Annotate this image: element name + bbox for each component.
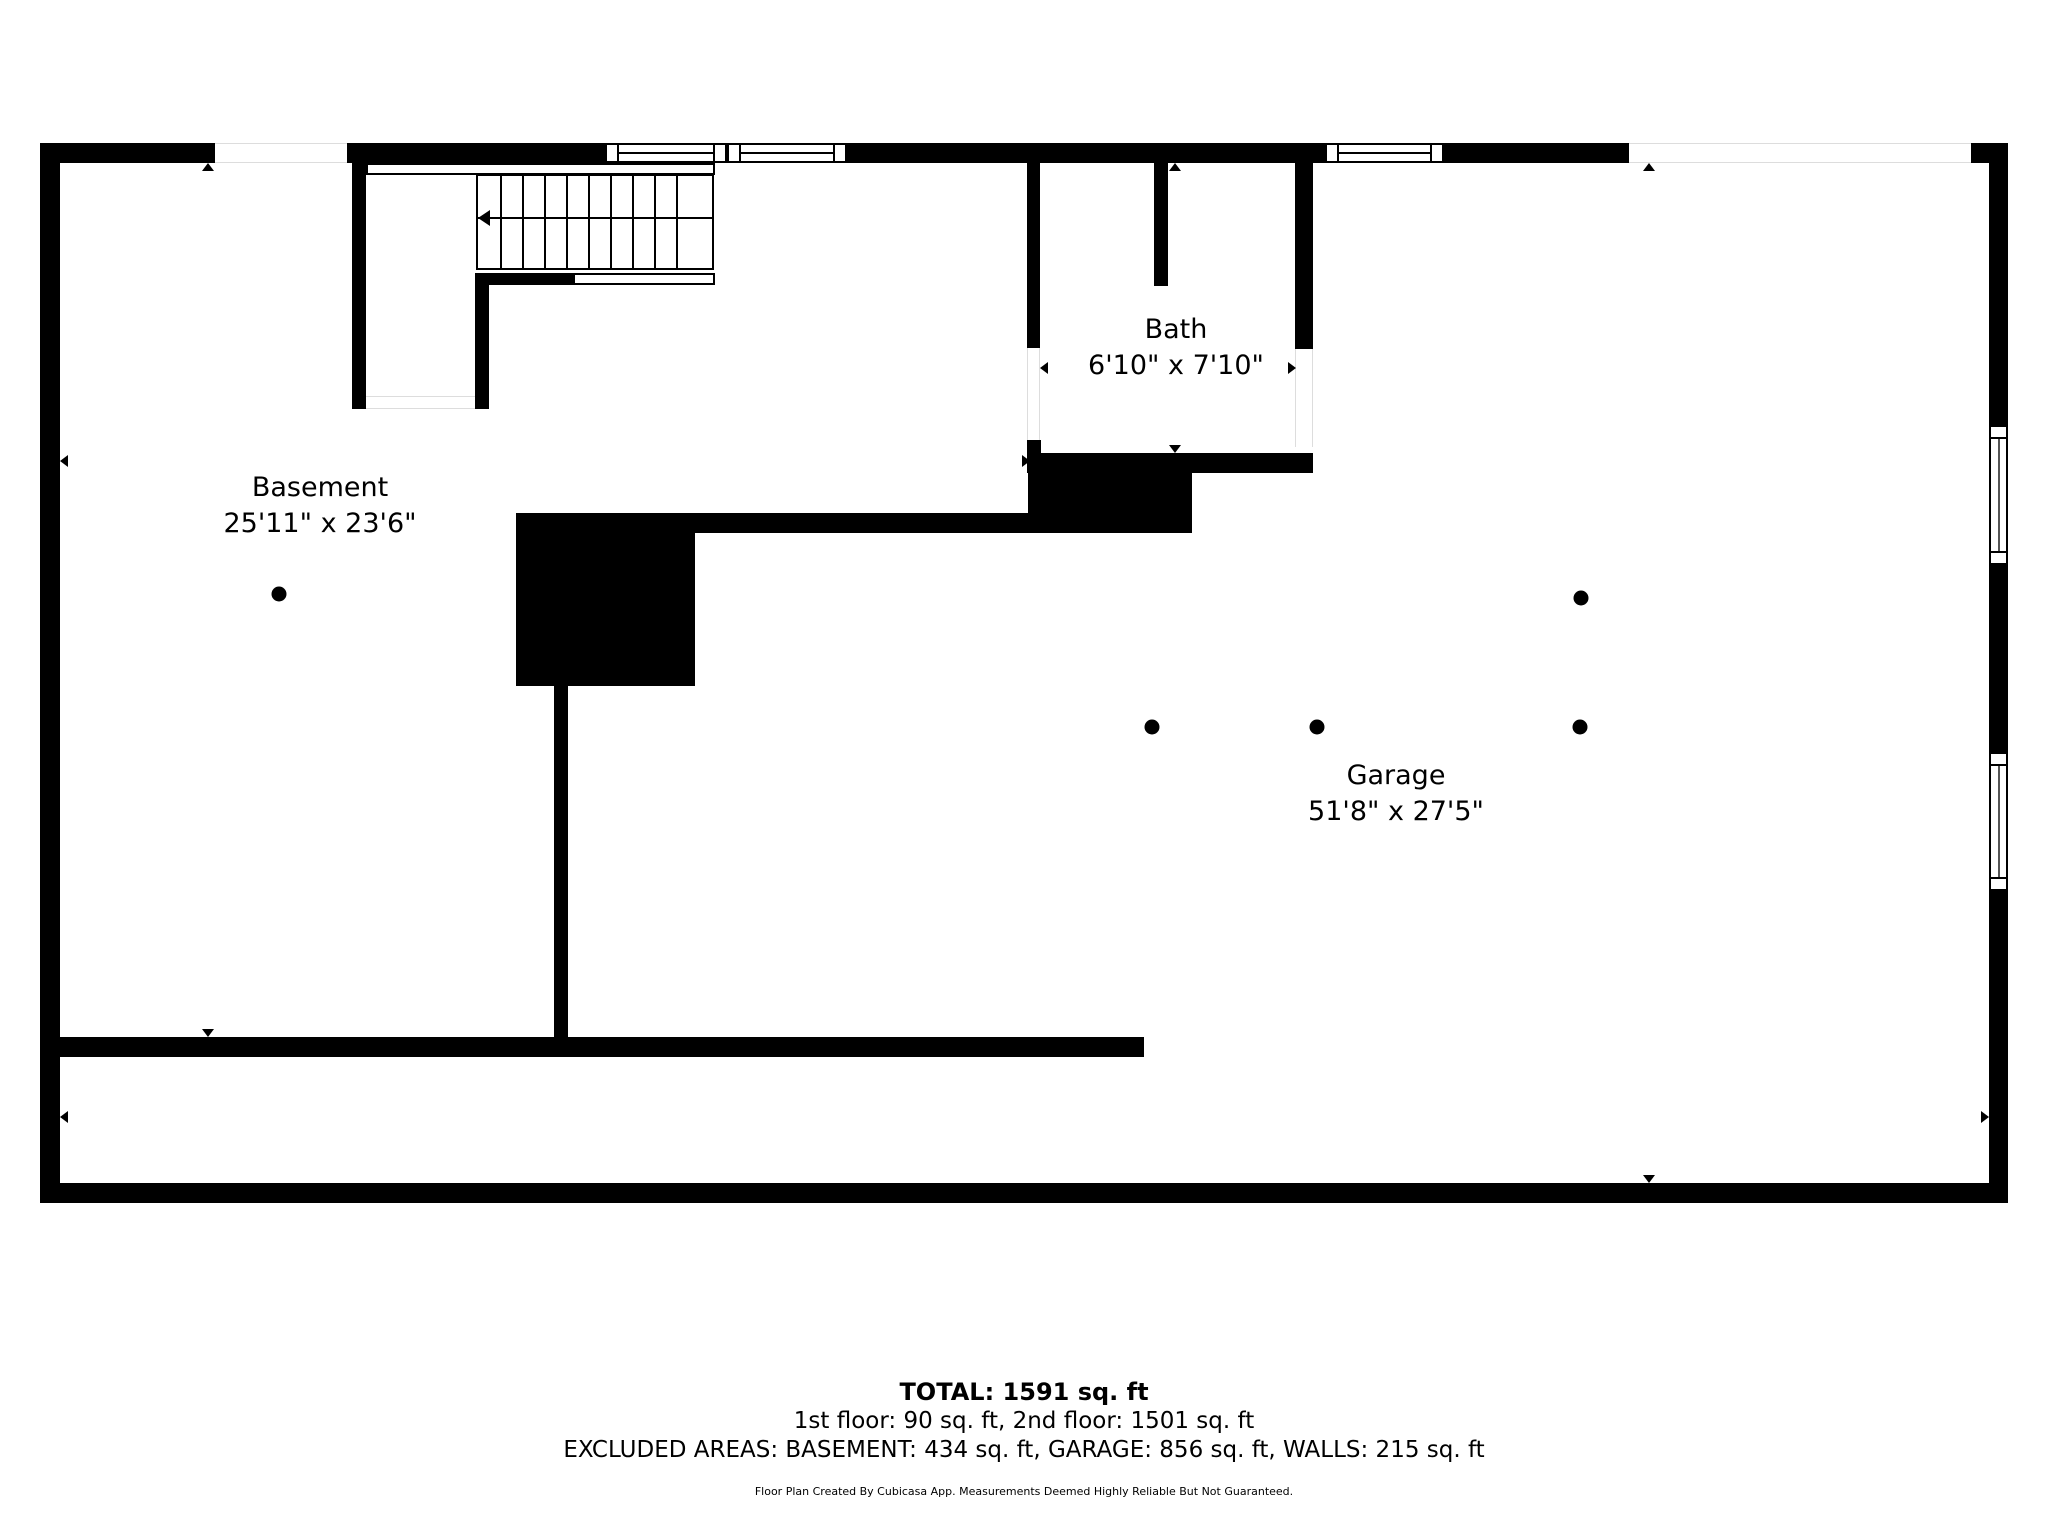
room-name: Bath (1144, 314, 1208, 345)
dimension-marker-icon (1643, 163, 1655, 171)
stair-wall-bottom (475, 273, 573, 285)
room-dimensions: 6'10" x 7'10" (1088, 350, 1264, 381)
door-opening-top-left (215, 143, 347, 163)
stair-tread (522, 176, 524, 268)
floor-areas: 1st floor: 90 sq. ft, 2nd floor: 1501 sq… (793, 1408, 1255, 1434)
stair-tread (632, 176, 634, 268)
exterior-wall-top-left (40, 143, 215, 163)
stair-rail-bottom (573, 273, 715, 285)
dimension-marker-icon (60, 455, 68, 467)
dimension-marker-icon (202, 1029, 214, 1037)
room-name: Garage (1346, 760, 1446, 791)
room-label-bath: Bath 6'10" x 7'10" (1088, 312, 1264, 384)
chimney-block-left (516, 513, 695, 686)
dimension-marker-icon (1022, 455, 1030, 467)
exterior-wall-top-mid (347, 143, 605, 163)
interior-wall-mid-band (695, 513, 1028, 533)
dimension-marker-icon (60, 1111, 68, 1123)
exterior-wall-top-right (1444, 143, 1629, 163)
garage-door-opening (1629, 143, 1971, 163)
exterior-wall-right-3 (1989, 891, 2008, 1203)
room-dimensions: 25'11" x 23'6" (223, 508, 417, 539)
post-dot (1144, 719, 1160, 735)
post-dot (1573, 590, 1589, 606)
dimension-marker-icon (1169, 163, 1181, 171)
dimension-marker-icon (1169, 445, 1181, 453)
excluded-areas: EXCLUDED AREAS: BASEMENT: 434 sq. ft, GA… (563, 1437, 1485, 1463)
interior-wall-horizontal (40, 1037, 1144, 1057)
exterior-wall-left (40, 143, 60, 1203)
room-label-garage: Garage 51'8" x 27'5" (1308, 758, 1484, 830)
disclaimer-note: Floor Plan Created By Cubicasa App. Meas… (754, 1485, 1294, 1498)
bath-door-opening-left (1027, 348, 1040, 440)
stair-door-opening (366, 396, 475, 409)
post-dot (1309, 719, 1325, 735)
post-dot (1572, 719, 1588, 735)
total-area: TOTAL: 1591 sq. ft (899, 1378, 1149, 1406)
window-right-2 (1989, 752, 2008, 891)
window-top-1 (605, 143, 727, 163)
chimney-block-right (1028, 454, 1192, 533)
stair-tread (654, 176, 656, 268)
stair-tread (588, 176, 590, 268)
dimension-marker-icon (1643, 1175, 1655, 1183)
bath-wall-right (1295, 163, 1313, 349)
post-dot (271, 586, 287, 602)
stair-tread (610, 176, 612, 268)
staircase (476, 174, 714, 270)
exterior-wall-right-2 (1989, 565, 2008, 752)
stair-tread (544, 176, 546, 268)
stair-arrow-left-icon (478, 210, 490, 226)
bath-door-opening-right (1295, 349, 1313, 447)
stair-tread (676, 176, 678, 268)
bath-stub-wall (1154, 163, 1168, 286)
stair-direction-line (478, 217, 712, 219)
dimension-marker-icon (1040, 362, 1048, 374)
room-name: Basement (251, 472, 389, 503)
window-top-2 (727, 143, 847, 163)
dimension-marker-icon (202, 163, 214, 171)
interior-wall-vertical (554, 680, 568, 1057)
dimension-marker-icon (1288, 362, 1296, 374)
room-label-basement: Basement 25'11" x 23'6" (223, 470, 416, 542)
stair-wall-left (352, 163, 366, 409)
stair-wall-right (475, 273, 489, 409)
window-right-1 (1989, 425, 2008, 565)
dimension-marker-icon (1981, 1111, 1989, 1123)
exterior-wall-bottom (40, 1183, 2008, 1203)
exterior-wall-right-1 (1989, 143, 2008, 425)
exterior-wall-top-center (847, 143, 1325, 163)
bath-wall-left (1027, 163, 1040, 348)
stair-tread (566, 176, 568, 268)
room-dimensions: 51'8" x 27'5" (1308, 796, 1484, 827)
stair-tread (500, 176, 502, 268)
window-top-3 (1325, 143, 1444, 163)
